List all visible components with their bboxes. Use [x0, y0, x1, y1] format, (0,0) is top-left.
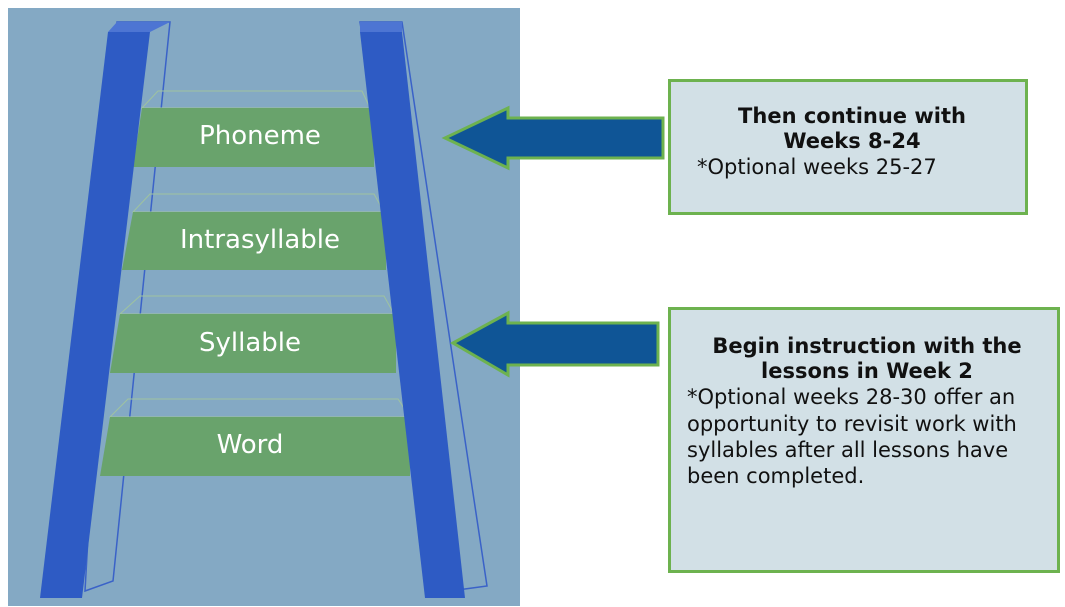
callout-bottom-title: Begin instruction with the lessons in We… [712, 334, 1022, 384]
arrow-to-phoneme[interactable] [441, 105, 665, 171]
callout-top-body: *Optional weeks 25-27 [697, 155, 937, 180]
rung-intrasyllable [122, 212, 386, 270]
left-rail-cap [108, 22, 170, 32]
arrow-to-syllable[interactable] [449, 310, 660, 378]
rung-label-syllable: Syllable [199, 328, 301, 358]
rung-syllable [110, 314, 396, 373]
rung-label-intrasyllable: Intrasyllable [180, 225, 340, 255]
rung-label-word: Word [216, 430, 284, 460]
rung-phoneme [133, 108, 374, 167]
left-rail [40, 32, 150, 598]
rung-label-phoneme: Phoneme [199, 121, 321, 151]
rung-word [100, 417, 410, 476]
callout-bottom: Begin instruction with the lessons in We… [668, 307, 1060, 573]
callout-top-title: Then continue with Weeks 8-24 [738, 104, 966, 154]
callout-top: Then continue with Weeks 8-24 *Optional … [668, 79, 1028, 215]
callout-bottom-body: *Optional weeks 28-30 offer an opportuni… [687, 385, 1017, 489]
right-rail [360, 32, 465, 598]
right-rail-cap [360, 22, 402, 32]
